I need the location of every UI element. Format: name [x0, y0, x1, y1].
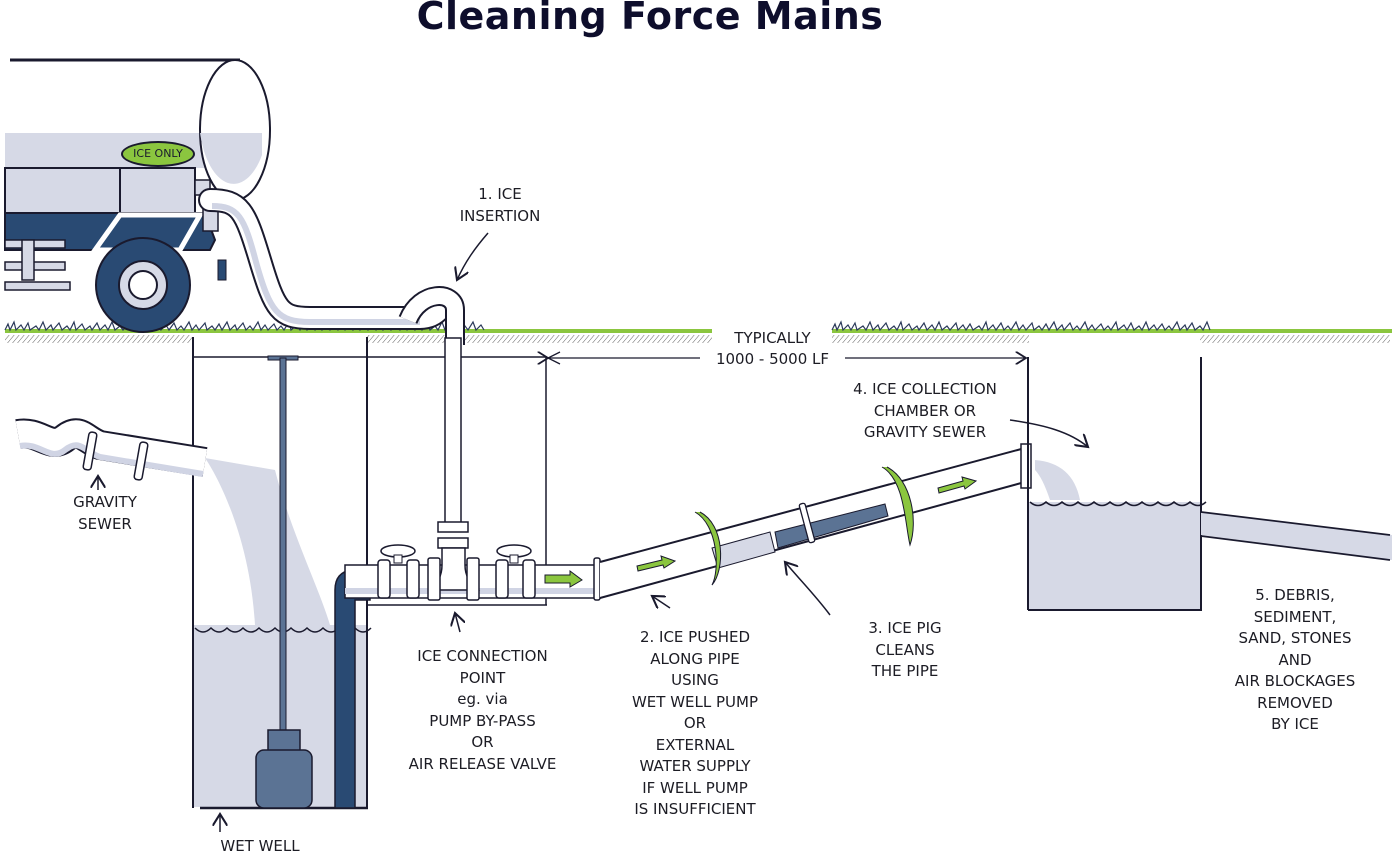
ground: [4, 320, 1392, 343]
label-wet-well: WET WELL: [220, 837, 300, 855]
label-ice-insertion: 1. ICE INSERTION: [459, 185, 541, 225]
label-connection-point: ICE CONNECTION POINT eg. via PUMP BY-PAS…: [408, 647, 557, 773]
ice-hose: [198, 188, 465, 345]
page-title: Cleaning Force Mains: [416, 0, 884, 38]
pump-bypass-manifold: [344, 544, 601, 601]
force-main-pipe: [599, 443, 1032, 599]
arrow-collection: [1009, 419, 1088, 447]
grass: [4, 320, 1392, 333]
sediment-debris: [774, 503, 889, 549]
insertion-pipe: [437, 337, 469, 549]
ice-pig-icon: [694, 511, 722, 586]
arrow-connection-point: [455, 613, 460, 633]
ice-pig-icon: [881, 466, 914, 547]
arrow-ice-pushed: [652, 596, 671, 608]
flow-arrow-icon: [636, 555, 677, 572]
label-ice-pushed: 2. ICE PUSHED ALONG PIPE USING WET WELL …: [631, 628, 759, 818]
label-ice-pig: 3. ICE PIG CLEANS THE PIPE: [868, 619, 942, 680]
arrow-ice-insertion: [457, 232, 489, 280]
collection-chamber: [1027, 357, 1392, 611]
flow-arrow-icon: [544, 570, 583, 588]
label-debris-removed: 5. DEBRIS, SEDIMENT, SAND, STONES AND AI…: [1234, 586, 1356, 733]
flow-arrow-icon: [937, 476, 978, 494]
gravity-sewer-pipe: [15, 418, 208, 481]
arrow-ice-pig: [785, 562, 831, 616]
wet-well: [192, 337, 547, 810]
leader-arrows: [98, 232, 1088, 832]
length-dimension: [548, 351, 1026, 365]
label-gravity-sewer: GRAVITY SEWER: [73, 493, 137, 533]
label-typical-length: TYPICALLY 1000 - 5000 LF: [700, 328, 845, 370]
ice-only-badge: ICE ONLY: [121, 141, 195, 167]
label-collection-chamber: 4. ICE COLLECTION CHAMBER OR GRAVITY SEW…: [853, 380, 997, 441]
